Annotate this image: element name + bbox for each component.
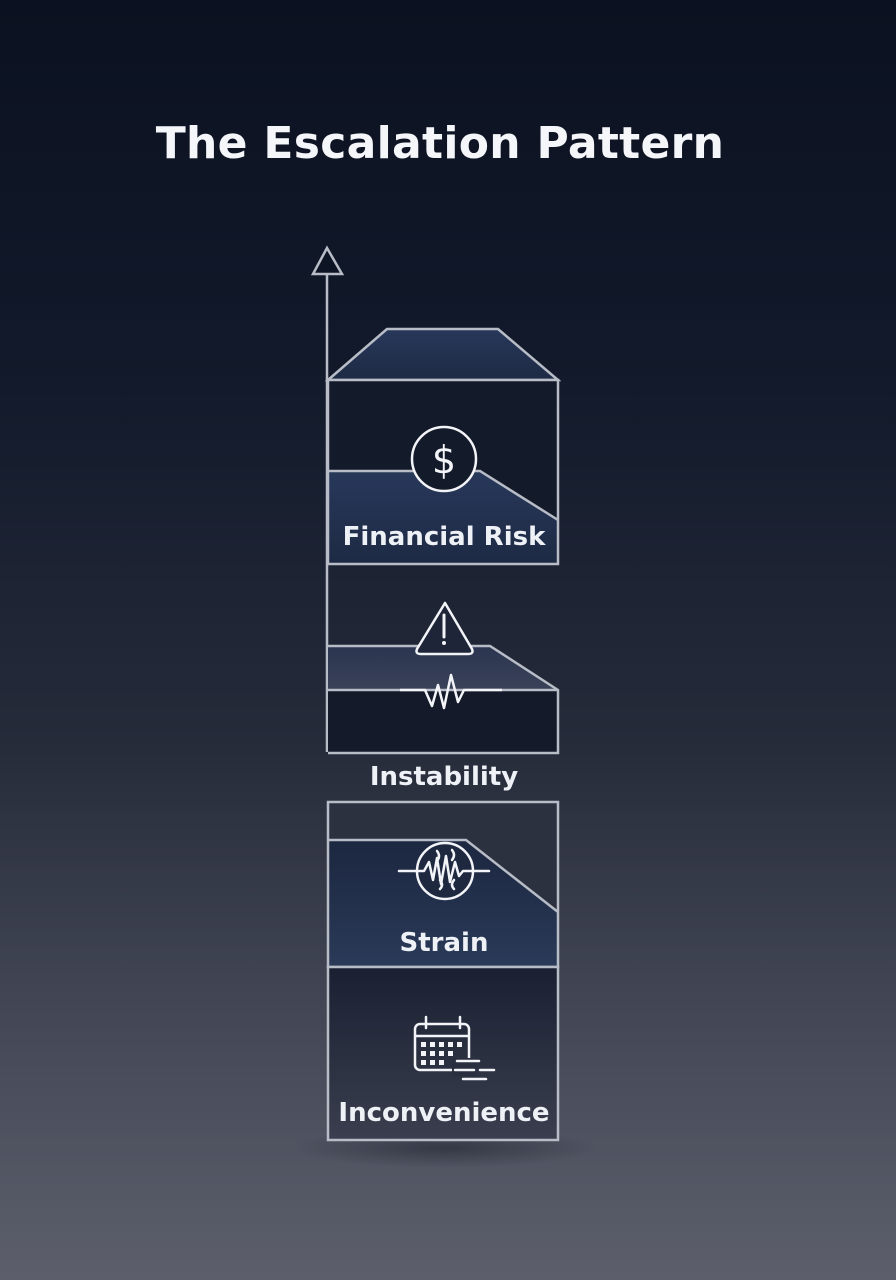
strain-block (326, 800, 560, 969)
warning-triangle-icon (415, 601, 474, 656)
level-label-instability: Instability (369, 762, 519, 792)
svg-text:$: $ (432, 438, 456, 482)
calendar-icon (413, 1015, 496, 1081)
dollar-circle-icon: $ (410, 425, 478, 493)
level-label-strain: Strain (399, 928, 489, 958)
stress-wave-icon (397, 841, 491, 901)
stack-top-cap (324, 327, 562, 382)
pulse-line-icon (400, 673, 502, 710)
level-label-inconvenience: Inconvenience (338, 1098, 550, 1128)
financial-risk-block (326, 378, 560, 566)
page-title: The Escalation Pattern (155, 118, 725, 169)
level-label-financial-risk: Financial Risk (342, 522, 546, 552)
inconvenience-block (326, 965, 560, 1142)
